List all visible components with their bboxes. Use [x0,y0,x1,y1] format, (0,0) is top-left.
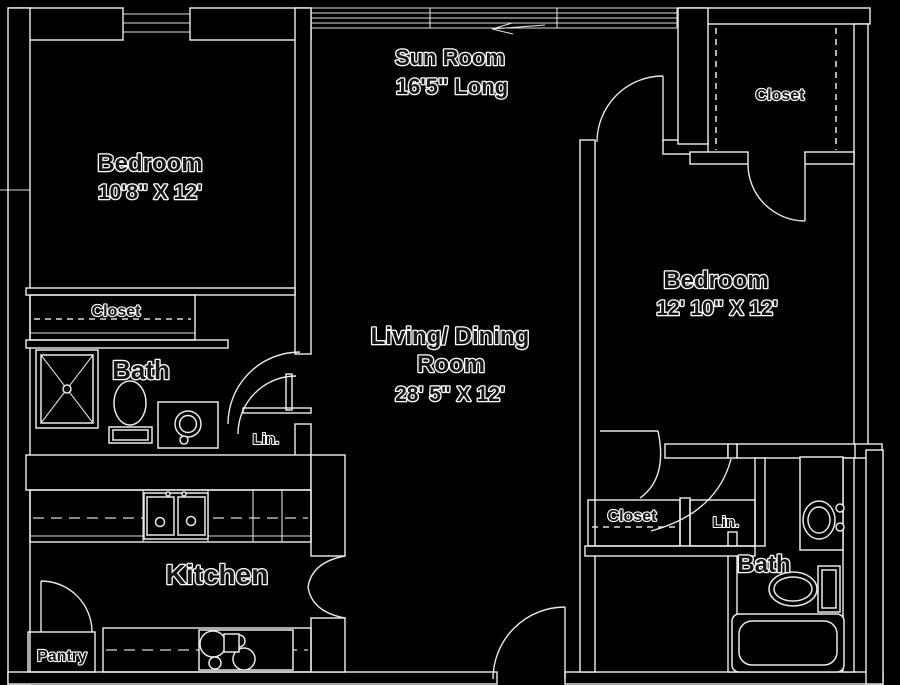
linen-left-shelf [242,373,312,414]
bath-right-fixtures [731,456,845,673]
closet-top-right-label: Closet [756,87,806,104]
wall-bath-left-top [25,339,229,349]
closet-top-right-door [747,163,806,222]
bedroom1-door [227,351,301,425]
wall-bedroom1-right [294,7,312,355]
wall-kitchen-right-lower [310,617,346,673]
wall-bedroom2-bottom-b [736,443,856,459]
wall-closet2-bottom [584,545,756,557]
wall-bath2-door-top [727,443,738,459]
kitchen-fixtures [29,489,312,673]
wall-closet-tr-bottom-b [804,151,855,165]
bedroom2-dims: 12' 10" X 12' [656,297,778,320]
closet-right-door [600,430,662,499]
bedroom1-dims: 10'8" X 12' [98,181,202,204]
kitchen-label: Kitchen [166,559,269,590]
closet-right-box [587,499,681,547]
wall-closet-tr-bottom-a [689,151,749,165]
entry-door [492,606,566,680]
living-dining-label-line2: Room [417,351,485,378]
sunroom-window [310,7,678,29]
wall-bath2-right [842,457,855,673]
toilet-icon [108,380,153,444]
doors [40,75,806,680]
bathtub-icon [731,613,845,673]
north-arrow-icon [491,22,546,35]
closet-right-label: Closet [608,508,658,525]
bedroom2-door [596,75,664,143]
linen-left-label: Lin. [253,431,280,448]
closet-left-label: Closet [92,303,142,320]
wall-closet2-lin2-divider [679,497,691,547]
windows [122,7,678,38]
linen-right-box [689,499,756,547]
pantry-label: Pantry [37,648,87,665]
sun-room-label: Sun Room [395,45,505,70]
wall-living-bedroom2 [579,139,596,673]
wall-hall-lin2 [754,457,766,547]
bath-left-door [237,375,297,435]
wall-bath2-left-lower [727,531,738,673]
kitchen-double-sink-icon [143,491,209,540]
bath-right-door [650,458,732,532]
closet-top-right-box [715,28,837,150]
kitchen-cafe-doors [307,555,346,619]
closet-left-box [29,294,196,341]
closets [27,28,837,673]
bedroom1-label: Bedroom [97,150,202,177]
walls [0,7,884,685]
pantry-door [40,580,93,633]
bedroom1-window [122,10,191,38]
sink-vanity-icon [799,456,845,551]
pantry-box [27,631,96,673]
living-dining-dims: 28' 5" X 12' [395,383,505,406]
bath-right-label: Bath [737,551,790,578]
stove-icon [198,629,294,671]
wall-closet-tr-left [677,7,709,145]
wall-kitchen-right-upper [310,454,346,557]
linen-right-label: Lin. [713,514,740,531]
sun-room-dims: 16'5" Long [396,74,508,99]
shower-icon [35,349,99,429]
wall-top-mid [189,7,312,41]
wall-bedroom2-bottom-a [664,443,729,459]
living-dining-label-line1: Living/ Dining [371,323,530,350]
sink-vanity-icon [157,401,219,449]
bath-left-label: Bath [112,355,170,385]
wall-bath-kitchen [25,454,312,491]
wall-bottom-left [7,671,498,685]
bath-left-fixtures [35,349,219,449]
wall-bottom-right [564,671,884,685]
wall-bedroom1-bottom [25,287,296,296]
toilet-icon [768,565,841,613]
wall-right-lower [865,449,884,685]
bedroom2-label: Bedroom [663,267,768,294]
labels: Sun Room 16'5" Long Bedroom 10'8" X 12' … [36,44,806,666]
wall-right-upper [853,23,869,451]
